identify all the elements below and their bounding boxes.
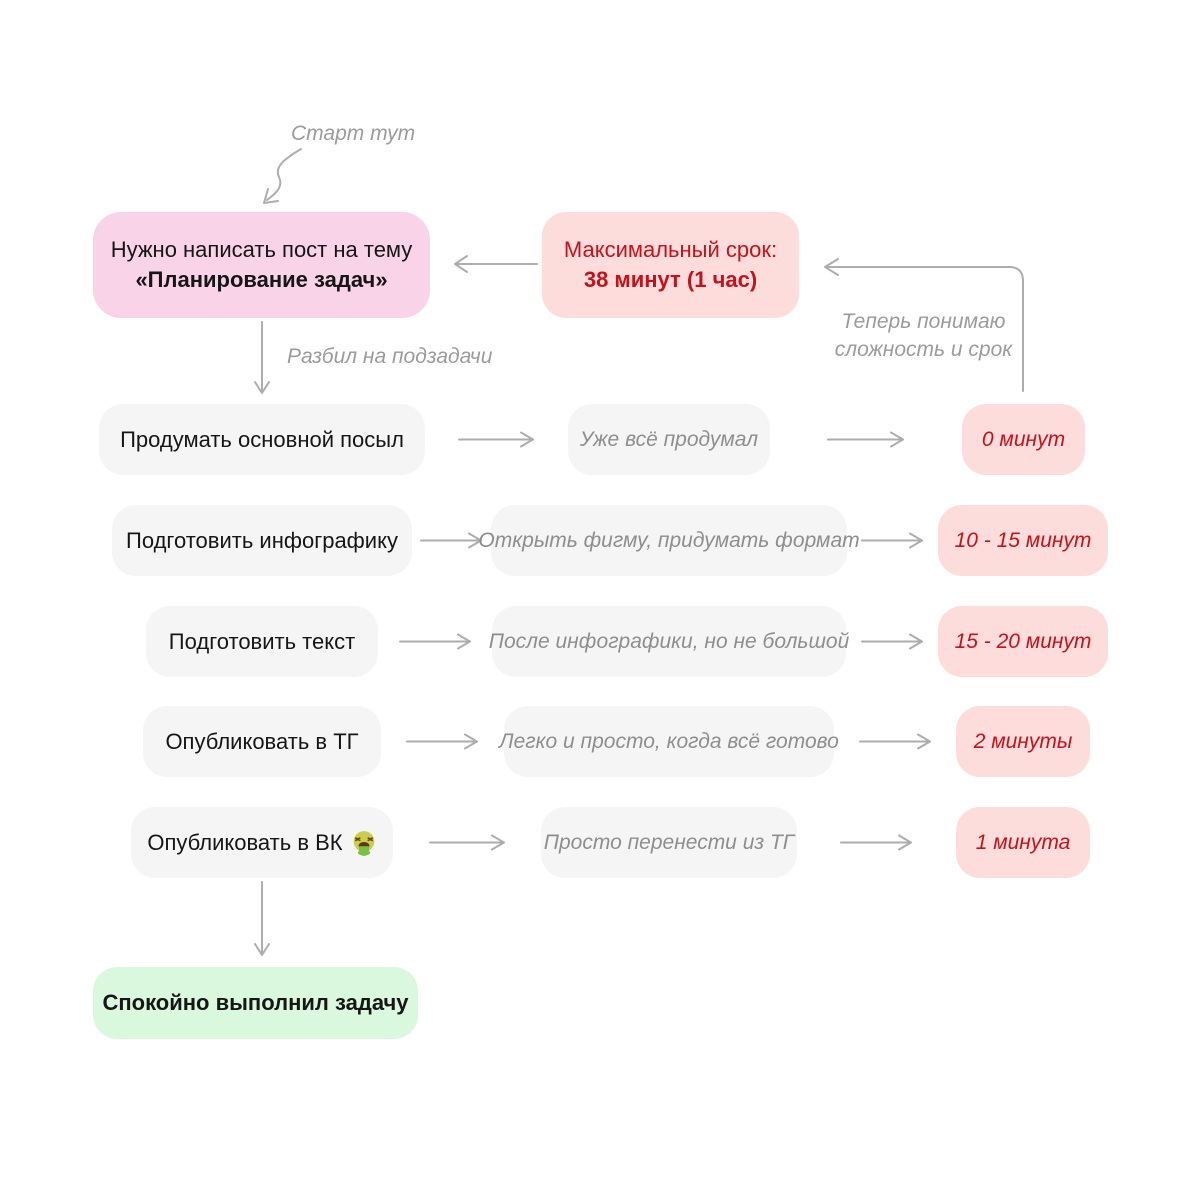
deadline-line2: 38 минут (1 час): [583, 267, 758, 292]
row2-task-note-arrow: [420, 532, 482, 549]
task-node-2: Подготовить инфографику: [112, 505, 412, 576]
task-label-3: Подготовить текст: [168, 628, 356, 654]
time-label-4: 2 минуты: [973, 729, 1073, 753]
task-node-4: Опубликовать в ТГ: [143, 706, 381, 777]
note-label-5: Просто перенести из ТГ: [543, 830, 795, 854]
understand-annotation-line2: сложность и срок: [834, 338, 1013, 361]
note-label-1: Уже всё продумал: [579, 427, 759, 451]
row2-note-time-arrow: [861, 532, 923, 549]
task-label-4: Опубликовать в ТГ: [165, 728, 359, 754]
note-label-3: После инфографики, но не большой: [488, 629, 850, 653]
understand-annotation-line1: Теперь понимаю: [841, 310, 1006, 333]
task-label-5: Опубликовать в ВК: [147, 829, 343, 855]
row5-task-note-arrow: [429, 834, 505, 851]
start-here-annotation: Старт тут: [291, 122, 416, 145]
end-down-arrowhead: [254, 943, 270, 956]
task-node-3: Подготовить текст: [146, 606, 378, 677]
time-label-3: 15 - 20 минут: [954, 629, 1092, 653]
row1-task-note-arrow: [458, 431, 534, 448]
note-label-2: Открыть фигму, придумать формат: [478, 528, 860, 552]
time-node-3: 15 - 20 минут: [938, 606, 1108, 677]
row3-note-time-arrow: [861, 633, 923, 650]
time-node-2: 10 - 15 минут: [938, 505, 1108, 576]
time-label-1: 0 минут: [981, 427, 1066, 451]
note-node-2: Открыть фигму, придумать формат: [478, 505, 860, 576]
understand-annotation: Теперь понимаю сложность и срок: [826, 308, 1021, 364]
deadline-node: Максимальный срок: 38 минут (1 час): [542, 212, 799, 318]
note-node-1: Уже всё продумал: [568, 404, 770, 475]
row3-task-note-arrow: [399, 633, 471, 650]
row5-note-time-arrow: [840, 834, 912, 851]
note-node-5: Просто перенести из ТГ: [541, 807, 797, 878]
start-curve-arrowhead: [263, 188, 279, 204]
task-node-1: Продумать основной посыл: [99, 404, 425, 475]
deadline-to-start-arrowhead: [454, 255, 468, 273]
deadline-line1: Максимальный срок:: [563, 237, 778, 262]
end-node: Спокойно выполнил задачу: [93, 967, 418, 1039]
task-node-5: Опубликовать в ВК: [131, 807, 393, 878]
start-task-line1: Нужно написать пост на тему: [110, 237, 413, 262]
start-curve-arrow: [266, 148, 302, 201]
note-node-3: После инфографики, но не большой: [489, 606, 849, 677]
note-node-4: Легко и просто, когда всё готово: [499, 706, 839, 777]
time-node-5: 1 минута: [956, 807, 1090, 878]
start-task-node: Нужно написать пост на тему «Планировани…: [93, 212, 430, 318]
time-label-5: 1 минута: [975, 830, 1071, 854]
end-label: Спокойно выполнил задачу: [102, 990, 409, 1015]
start-task-line2: «Планирование задач»: [135, 267, 388, 292]
time-to-deadline-arrowhead: [824, 258, 839, 276]
note-label-4: Легко и просто, когда всё готово: [499, 729, 839, 753]
row1-note-time-arrow: [827, 431, 904, 448]
time-node-1: 0 минут: [962, 404, 1085, 475]
split-down-arrowhead: [254, 381, 270, 394]
time-node-4: 2 минуты: [956, 706, 1090, 777]
vomiting-face-emoji-icon: [353, 830, 374, 856]
row4-note-time-arrow: [859, 733, 931, 750]
split-subtasks-annotation: Разбил на подзадачи: [287, 345, 493, 368]
task-label-2: Подготовить инфографику: [126, 527, 398, 553]
task-label-1: Продумать основной посыл: [120, 426, 404, 452]
row4-task-note-arrow: [406, 733, 478, 750]
time-label-2: 10 - 15 минут: [954, 528, 1092, 552]
